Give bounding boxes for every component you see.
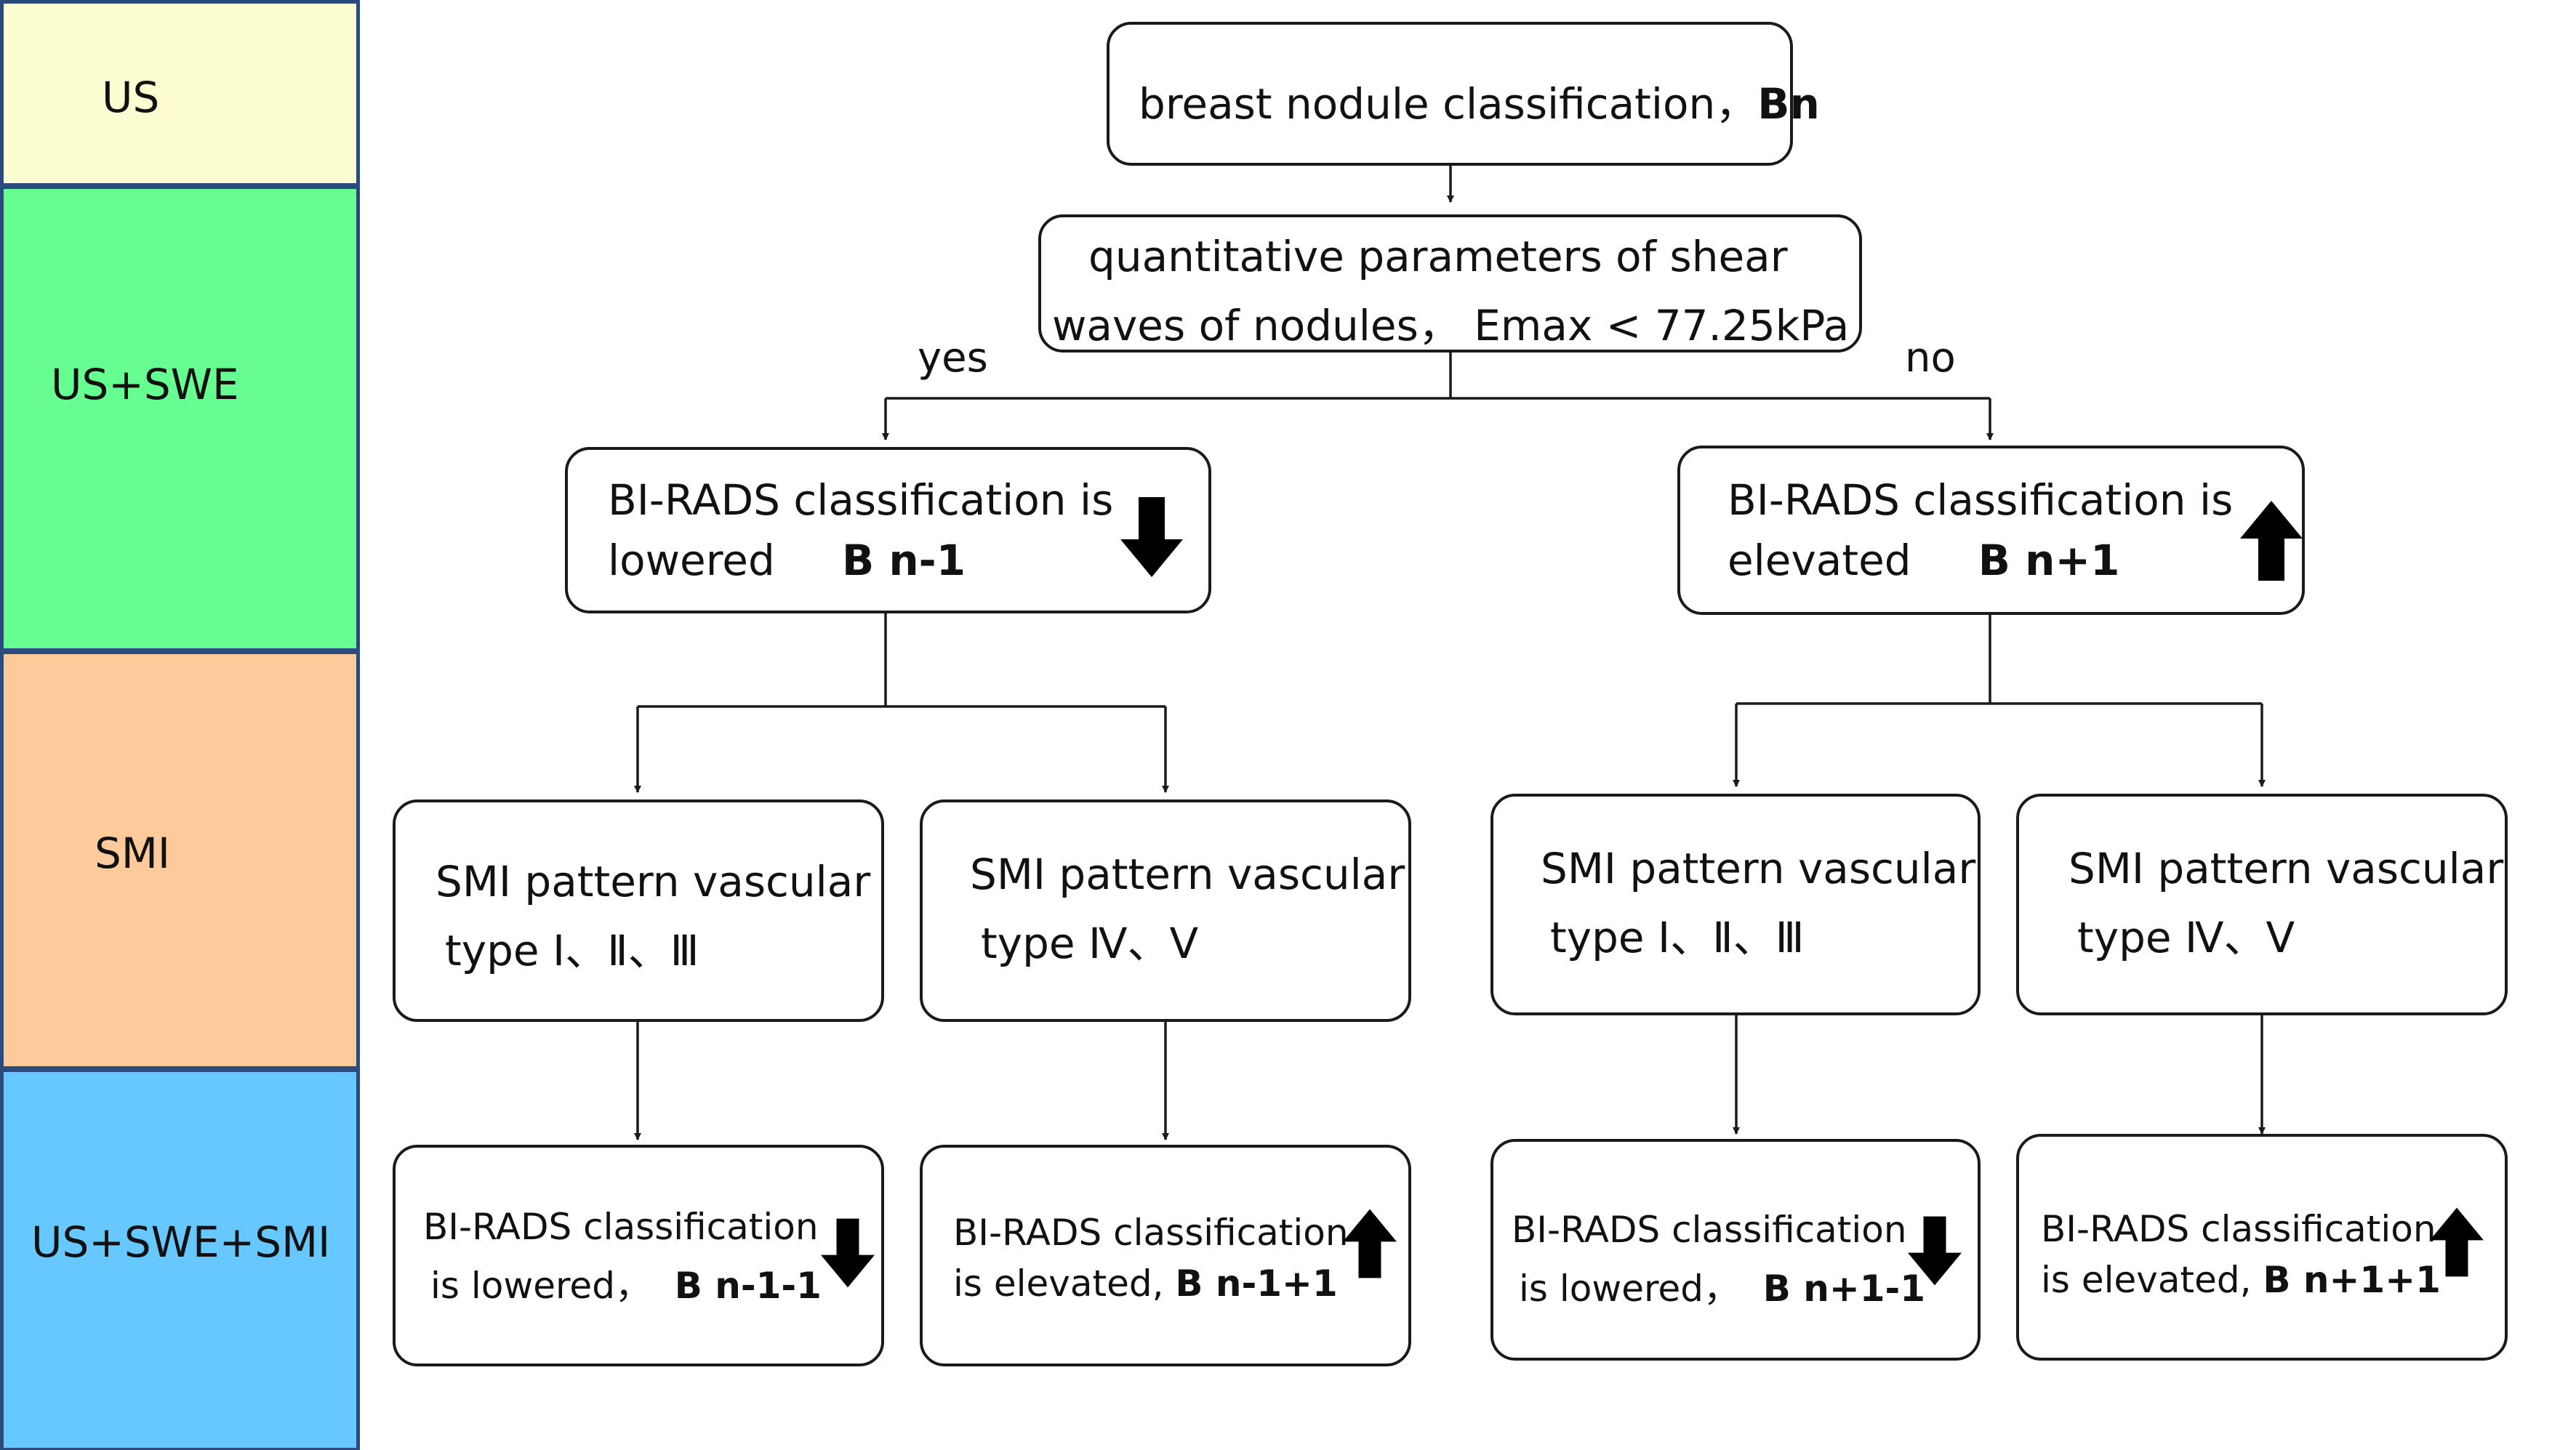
lowered-bold: B n-1 xyxy=(841,536,966,585)
result-node-4-bold: B n+1+1 xyxy=(2263,1259,2441,1301)
root-node: breast nodule classification，Bn xyxy=(1107,22,1820,166)
branch-label-yes: yes xyxy=(918,334,988,382)
result-node-3-bold: B n+1-1 xyxy=(1762,1268,1926,1310)
elevated-line1: BI-RADS classification is xyxy=(1728,475,2234,525)
arrow-up-icon xyxy=(2430,1207,2484,1277)
result-node-3-line2: is lowered， xyxy=(1519,1268,1740,1310)
swe-criteria-line2: waves of nodules， Emax < 77.25kPa xyxy=(1052,301,1850,350)
smi-node-3-line1: SMI pattern vascular xyxy=(1541,844,1976,893)
result-node-1-line1: BI-RADS classification xyxy=(423,1206,819,1248)
band-us-swe: US+SWE xyxy=(0,185,360,651)
elevated-bold: B n+1 xyxy=(1978,536,2120,585)
root-node-text: breast nodule classification， xyxy=(1139,79,1758,129)
result-node-3-line1: BI-RADS classification xyxy=(1512,1209,1907,1251)
smi-node-4-line1: SMI pattern vascular xyxy=(2069,844,2504,893)
band-us-swe-smi-label: US+SWE+SMI xyxy=(31,1217,331,1267)
arrow-up-icon xyxy=(1343,1209,1397,1278)
result-node-1: BI-RADS classification is lowered， B n-1… xyxy=(393,1145,884,1366)
swe-criteria-line1: quantitative parameters of shear xyxy=(1088,232,1788,281)
branch-label-no: no xyxy=(1905,334,1956,382)
result-node-2-line2: is elevated, xyxy=(953,1262,1164,1305)
lowered-node: BI-RADS classification is lowered B n-1 xyxy=(565,447,1211,613)
result-node-4-line1: BI-RADS classification xyxy=(2041,1208,2436,1250)
result-node-2-line1: BI-RADS classification xyxy=(953,1212,1349,1254)
band-us-swe-label: US+SWE xyxy=(51,360,239,409)
result-node-4: BI-RADS classification is elevated, B n+… xyxy=(2016,1134,2508,1361)
result-node-4-line2: is elevated, xyxy=(2041,1259,2252,1301)
band-us-label: US xyxy=(102,73,160,122)
smi-node-3-line2: type Ⅰ、Ⅱ、Ⅲ xyxy=(1550,913,1805,962)
smi-node-1-line2: type Ⅰ、Ⅱ、Ⅲ xyxy=(445,926,699,975)
elevated-line2: elevated xyxy=(1728,536,1911,585)
result-node-3: BI-RADS classification is lowered， B n+1… xyxy=(1490,1139,1981,1361)
band-smi-label: SMI xyxy=(95,829,170,878)
smi-node-1-line1: SMI pattern vascular xyxy=(436,857,871,906)
result-node-1-line2: is lowered， xyxy=(430,1265,651,1307)
lowered-line2: lowered xyxy=(608,536,775,585)
elevated-node: BI-RADS classification is elevated B n+1 xyxy=(1677,446,2305,615)
smi-node-4: SMI pattern vascular type Ⅳ、Ⅴ xyxy=(2016,794,2508,1015)
smi-node-3: SMI pattern vascular type Ⅰ、Ⅱ、Ⅲ xyxy=(1490,794,1981,1015)
arrow-down-icon xyxy=(821,1218,875,1288)
smi-node-1: SMI pattern vascular type Ⅰ、Ⅱ、Ⅲ xyxy=(393,799,884,1022)
result-node-2-bold: B n-1+1 xyxy=(1175,1262,1338,1305)
band-smi: SMI xyxy=(0,651,360,1068)
result-node-1-bold: B n-1-1 xyxy=(674,1265,822,1307)
swe-criteria-node: quantitative parameters of shear waves o… xyxy=(1038,214,1862,353)
arrow-down-icon xyxy=(1908,1216,1962,1286)
arrow-up-icon xyxy=(2240,501,2303,581)
smi-node-2: SMI pattern vascular type Ⅳ、Ⅴ xyxy=(920,799,1411,1022)
smi-node-2-line2: type Ⅳ、Ⅴ xyxy=(981,919,1199,968)
arrow-down-icon xyxy=(1120,497,1183,577)
smi-node-4-line2: type Ⅳ、Ⅴ xyxy=(2077,913,2295,962)
band-us-swe-smi: US+SWE+SMI xyxy=(0,1068,360,1450)
root-node-bold: Bn xyxy=(1757,79,1820,129)
result-node-2: BI-RADS classification is elevated, B n-… xyxy=(920,1145,1411,1366)
lowered-line1: BI-RADS classification is xyxy=(608,475,1114,525)
band-us: US xyxy=(0,0,360,185)
smi-node-2-line1: SMI pattern vascular xyxy=(970,850,1405,899)
